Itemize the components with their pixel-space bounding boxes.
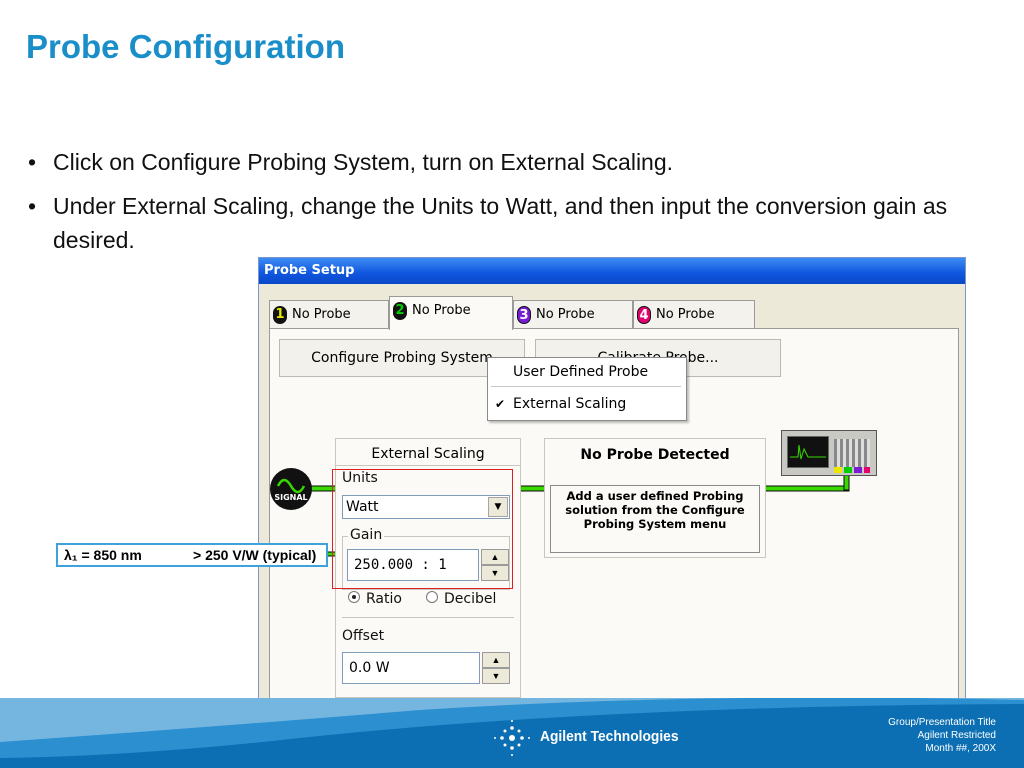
signal-icon: SIGNAL [270, 468, 312, 510]
tab-channel-1[interactable]: 1 No Probe [269, 300, 389, 329]
gain-label: Gain [348, 527, 385, 543]
offset-label: Offset [342, 628, 385, 644]
spin-down-icon[interactable]: ▼ [481, 565, 509, 581]
separator [342, 617, 514, 618]
channel-3-badge: 3 [517, 305, 531, 324]
footer-line: Agilent Restricted [917, 730, 996, 741]
oscilloscope-icon [781, 430, 877, 476]
footer-wave [0, 698, 1024, 758]
channel-4-badge: 4 [637, 305, 651, 324]
bullet-item: Under External Scaling, change the Units… [28, 189, 988, 257]
radio-empty-icon[interactable] [426, 591, 438, 603]
offset-input[interactable]: 0.0 W [342, 652, 480, 684]
menu-item-external-scaling[interactable]: ✔ External Scaling [488, 392, 684, 416]
chevron-down-icon[interactable]: ▼ [488, 497, 508, 517]
units-value: Watt [346, 499, 379, 515]
tab-channel-2[interactable]: 2 No Probe [389, 296, 513, 330]
gain-group [342, 536, 510, 590]
dialog-title: Probe Setup [259, 258, 965, 284]
external-scaling-title: External Scaling [336, 439, 520, 466]
bullet-list: Click on Configure Probing System, turn … [28, 145, 988, 267]
configure-probing-system-button[interactable]: Configure Probing System [279, 339, 525, 377]
offset-spinner[interactable]: ▲▼ [482, 652, 510, 684]
footer-info: Group/Presentation Title Agilent Restric… [888, 716, 996, 755]
footer-line: Month ##, 200X [925, 743, 996, 754]
signal-icon-label: SIGNAL [274, 493, 308, 502]
tab-channel-4[interactable]: 4 No Probe [633, 300, 755, 329]
footer-line: Group/Presentation Title [888, 717, 996, 728]
units-label: Units [342, 470, 378, 486]
gain-spinner[interactable]: ▲▼ [481, 549, 509, 581]
probe-status-message: Add a user defined Probing solution from… [550, 485, 760, 553]
checkmark-icon: ✔ [495, 397, 506, 411]
gain-input[interactable]: 250.000 : 1 [347, 549, 479, 581]
radio-selected-icon[interactable] [348, 591, 360, 603]
decibel-label: Decibel [444, 591, 497, 607]
menu-item-label: External Scaling [513, 396, 627, 412]
units-select[interactable]: Watt ▼ [342, 495, 510, 519]
channel-2-badge: 2 [393, 301, 407, 320]
decibel-option[interactable]: Decibel [426, 591, 496, 607]
wavelength-text: λ₁ = 850 nm [64, 547, 142, 563]
agilent-spark-logo-icon [494, 720, 530, 756]
probe-status-title: No Probe Detected [580, 447, 730, 463]
tab-label: No Probe [412, 303, 471, 318]
gain-spec-text: > 250 V/W (typical) [193, 547, 317, 563]
slide-title: Probe Configuration [26, 28, 345, 65]
ratio-option[interactable]: Ratio [348, 591, 402, 607]
menu-separator [491, 386, 681, 387]
probe-status-box: No Probe Detected Add a user defined Pro… [544, 438, 766, 558]
spec-callout: λ₁ = 850 nm > 250 V/W (typical) [56, 543, 328, 567]
tab-channel-3[interactable]: 3 No Probe [513, 300, 633, 329]
footer-brand: Agilent Technologies [540, 728, 679, 745]
spin-down-icon[interactable]: ▼ [482, 668, 510, 684]
configure-menu: User Defined Probe ✔ External Scaling [487, 357, 687, 421]
tab-label: No Probe [292, 307, 351, 322]
channel-1-badge: 1 [273, 305, 287, 324]
bullet-item: Click on Configure Probing System, turn … [28, 145, 988, 179]
spin-up-icon[interactable]: ▲ [482, 652, 510, 668]
ratio-label: Ratio [366, 591, 402, 607]
tab-label: No Probe [536, 307, 595, 322]
highlight-box [332, 469, 513, 589]
spin-up-icon[interactable]: ▲ [481, 549, 509, 565]
slide-footer [0, 698, 1024, 768]
tab-label: No Probe [656, 307, 715, 322]
menu-item-user-defined-probe[interactable]: User Defined Probe [513, 364, 649, 380]
